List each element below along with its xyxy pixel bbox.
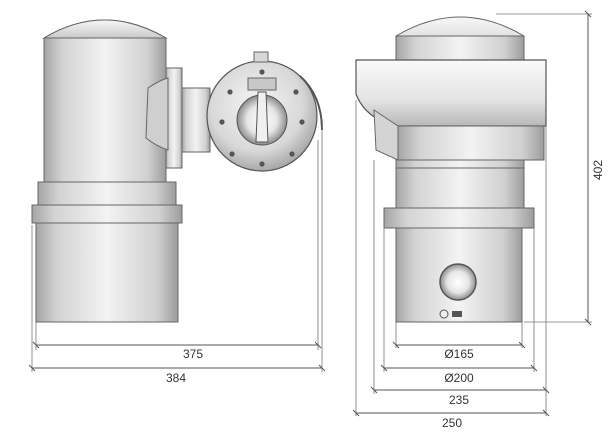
dim-label-165: Ø165	[444, 347, 474, 361]
hex-bolt-icon	[219, 69, 305, 167]
wiper-icon	[255, 91, 269, 143]
front-housing-rim	[299, 75, 323, 131]
dimension-lines	[28, 10, 592, 417]
front-flange-neck	[37, 181, 177, 206]
side-sun-shield	[355, 59, 547, 127]
dimension-labels: 375 384 Ø165 Ø200 235 250 402	[166, 160, 605, 430]
front-arm-cone	[145, 77, 169, 151]
front-view	[31, 19, 323, 323]
side-shield-band	[397, 125, 545, 161]
front-top-dome	[42, 19, 168, 39]
front-arm-collar	[181, 87, 211, 153]
dim-label-250: 250	[442, 416, 462, 430]
dim-label-384: 384	[166, 371, 186, 385]
dim-label-375: 375	[183, 347, 203, 361]
housing-top-tab	[253, 51, 269, 63]
side-lens-port	[439, 263, 477, 301]
housing-inner-block	[247, 77, 277, 91]
side-view	[355, 16, 547, 323]
side-shield-front	[373, 109, 399, 161]
front-lower-body	[35, 222, 179, 323]
side-neck	[395, 167, 525, 209]
side-flange	[383, 207, 535, 229]
dim-label-402: 402	[591, 160, 605, 180]
dim-label-235: 235	[449, 393, 469, 407]
side-connector	[439, 309, 462, 319]
dim-label-200: Ø200	[444, 371, 474, 385]
front-flange	[31, 204, 183, 224]
